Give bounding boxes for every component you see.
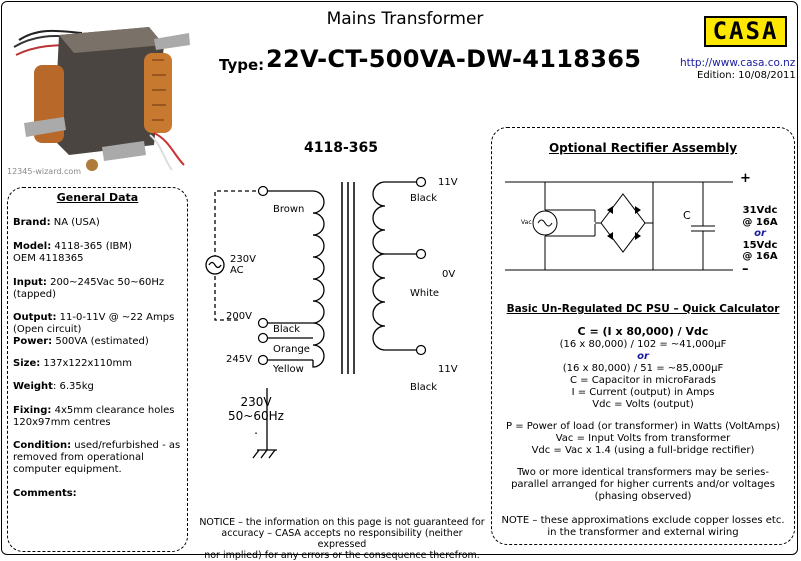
calc-or: or [637,351,649,362]
calculator-title: Basic Un-Regulated DC PSU – Quick Calcul… [506,303,780,315]
comments-row: Comments: [13,488,183,500]
rectifier-title: Optional Rectifier Assembly [548,141,738,155]
weight-row: Weight: 6.35kg [13,381,183,393]
rating-or: or [754,228,766,239]
photo-credit: 12345-wizard.com [7,167,82,176]
sec-bot-voltage: 11V [438,364,458,375]
power-value: 500VA (estimated) [52,336,149,347]
sec-top-colour: Black [410,193,438,204]
calc-vac-def: Vac = Input Volts from transformer [555,433,731,444]
series-note-3: (phasing observed) [594,491,692,502]
vac-label: Vac [521,219,532,226]
calc-formula: C = (I x 80,000) / Vdc [577,325,709,338]
size-label: Size: [13,358,41,369]
model-row: Model: 4118-365 (IBM) OEM 4118365 [13,241,183,265]
edition-date: Edition: 10/08/2011 [697,70,796,81]
negative-terminal: – [742,262,749,277]
transformer-schematic [205,176,427,459]
input-note: (tapped) [13,289,57,300]
brand-label: Brand: [13,217,51,228]
rating-31v-amps: @ 16A [742,216,778,228]
fixing-label: Fixing: [13,405,52,416]
general-data-box [7,187,188,552]
condition-line3: computer equipment. [13,464,122,475]
tap-200v-label: 200V [226,311,252,322]
model-number: 22V-CT-500VA-DW-4118365 [266,45,642,73]
rating-15v: 15Vdc [742,239,778,251]
weight-label: Weight [13,381,53,392]
brand-row: Brand: NA (USA) [13,217,183,229]
general-data-title: General Data [56,191,139,204]
notice-line-1: NOTICE – the information on this page is… [199,517,485,528]
output-ratings: 31Vdc @ 16A or 15Vdc @ 16A [735,205,785,263]
orange-label: Orange [273,344,310,355]
rectifier-schematic [505,181,733,271]
condition-value: used/refurbished - as [71,440,181,451]
calc-example-1: (16 x 80,000) / 102 = ~41,000µF [559,339,727,350]
disclaimer-notice: NOTICE – the information on this page is… [196,517,488,561]
comments-label: Comments: [13,488,77,499]
fixing-row: Fixing: 4x5mm clearance holes 120x97mm c… [13,405,183,429]
brown-label: Brown [273,204,305,215]
input-row: Input: 200~245Vac 50~60Hz (tapped) [13,277,183,301]
sec-top-voltage: 11V [438,177,458,188]
notice-line-3: nor implied) for any errors or the conse… [204,550,480,561]
calc-def-c: C = Capacitor in microFarads [570,375,716,386]
black-primary-label: Black [273,324,301,335]
model-label: Model: [13,241,52,252]
sec-mid-voltage: 0V [442,269,456,280]
transformer-photo [4,5,194,180]
page-title: Mains Transformer [326,9,484,29]
calc-def-v: Vdc = Volts (output) [592,399,694,410]
series-note-2: parallel arranged for higher currents an… [511,479,775,490]
rating-15v-amps: @ 16A [742,251,778,262]
yellow-label: Yellow [273,364,304,375]
sec-mid-colour: White [410,288,440,299]
calc-example-2: (16 x 80,000) / 51 = ~85,000µF [562,363,724,374]
input-value: 200~245Vac 50~60Hz [46,277,165,288]
losses-note-1: NOTE – these approximations exclude copp… [501,515,785,526]
fixing-value: 4x5mm clearance holes [51,405,175,416]
schematic-title: 4118-365 [304,140,378,156]
power-label: Power: [13,336,53,347]
tap-245v-label: 245V [226,354,252,365]
size-value: 137x122x110mm [40,358,132,369]
casa-logo: CASA [704,16,787,47]
series-note-1: Two or more identical transformers may b… [517,467,769,478]
fixing-note: 120x97mm centres [13,417,111,428]
condition-label: Condition: [13,440,72,451]
losses-note-2: in the transformer and external wiring [547,527,739,538]
sec-bot-colour: Black [410,382,438,393]
size-row: Size: 137x122x110mm [13,358,183,370]
output-row: Output: 11-0-11V @ ~22 Amps (Open circui… [13,312,183,348]
rating-31v: 31Vdc [742,205,778,216]
brand-value: NA (USA) [50,217,100,228]
input-label: Input: [13,277,47,288]
capacitor-label: C [683,209,691,222]
calc-vdc-def: Vdc = Vac x 1.4 (using a full-bridge rec… [531,445,755,456]
calc-power-def: P = Power of load (or transformer) in Wa… [506,421,780,432]
output-label: Output: [13,312,57,323]
model-value: 4118-365 (IBM) [51,241,132,252]
positive-terminal: + [740,171,751,186]
condition-row: Condition: used/refurbished - as removed… [13,440,183,476]
weight-value: : 6.35kg [52,381,94,392]
model-oem: OEM 4118365 [13,253,84,264]
website-link[interactable]: http://www.casa.co.nz [680,57,796,69]
calc-def-i: I = Current (output) in Amps [571,387,715,398]
rectifier-box [491,127,795,545]
output-value: 11-0-11V @ ~22 Amps [56,312,175,323]
output-note: (Open circuit) [13,324,82,335]
type-label: Type: [219,56,265,74]
condition-line2: removed from operational [13,452,144,463]
notice-line-2: accuracy – CASA accepts no responsibilit… [221,528,463,550]
